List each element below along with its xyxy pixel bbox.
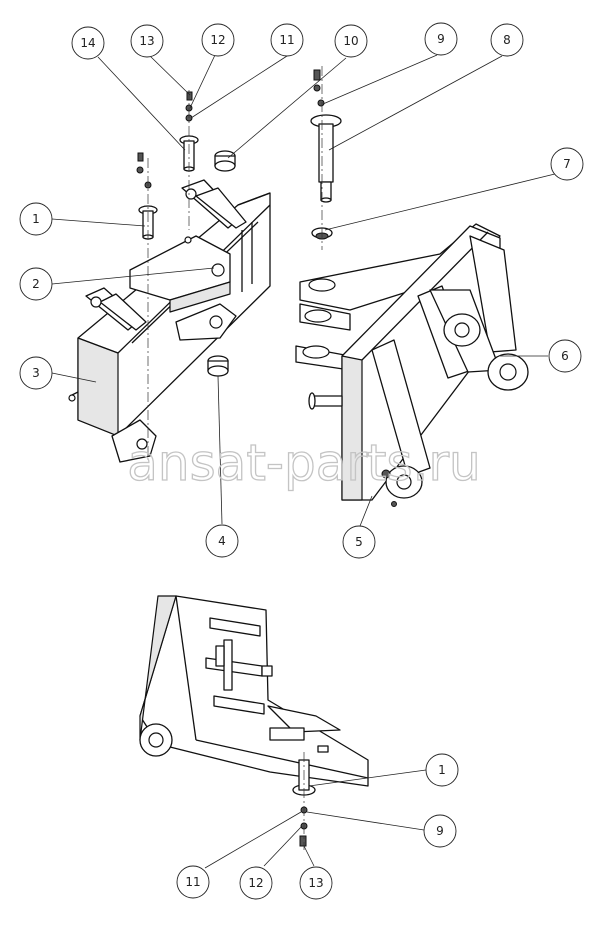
callout-8: 8 — [490, 23, 524, 57]
watermark-text: ansat-parts.ru — [127, 434, 480, 492]
callout-12: 12 — [201, 23, 235, 57]
svg-text:11: 11 — [185, 875, 200, 889]
main-beam-assembly — [68, 90, 271, 463]
svg-text:11: 11 — [279, 33, 294, 47]
callout-7: 7 — [550, 147, 584, 181]
detail-view-assembly — [139, 595, 369, 850]
svg-text:6: 6 — [561, 349, 569, 363]
svg-text:12: 12 — [248, 876, 263, 890]
svg-text:13: 13 — [308, 876, 323, 890]
svg-text:3: 3 — [32, 366, 40, 380]
callout-10: 10 — [334, 24, 368, 58]
callout-13-lower: 13 — [299, 866, 333, 900]
callout-1-upper: 1 — [19, 202, 53, 236]
callout-12-lower: 12 — [239, 866, 273, 900]
svg-text:1: 1 — [438, 763, 446, 777]
callout-14: 14 — [71, 26, 105, 60]
callout-11: 11 — [270, 23, 304, 57]
svg-text:12: 12 — [210, 33, 225, 47]
svg-text:5: 5 — [355, 535, 363, 549]
svg-text:10: 10 — [343, 34, 358, 48]
callout-6: 6 — [548, 339, 582, 373]
svg-text:13: 13 — [139, 34, 154, 48]
callout-1-lower: 1 — [425, 753, 459, 787]
svg-text:8: 8 — [503, 33, 511, 47]
callout-11-lower: 11 — [176, 865, 210, 899]
svg-text:1: 1 — [32, 212, 40, 226]
svg-text:14: 14 — [80, 36, 95, 50]
svg-text:4: 4 — [218, 534, 226, 548]
svg-text:2: 2 — [32, 277, 40, 291]
svg-text:9: 9 — [436, 824, 444, 838]
leader-lines — [51, 54, 564, 869]
frame-assembly — [295, 66, 529, 507]
callout-9-lower: 9 — [423, 814, 457, 848]
callout-4: 4 — [205, 524, 239, 558]
callout-3: 3 — [19, 356, 53, 390]
callout-13: 13 — [130, 24, 164, 58]
callout-5: 5 — [342, 525, 376, 559]
svg-text:9: 9 — [437, 32, 445, 46]
callout-2: 2 — [19, 267, 53, 301]
svg-text:7: 7 — [563, 157, 571, 171]
callout-9: 9 — [424, 22, 458, 56]
